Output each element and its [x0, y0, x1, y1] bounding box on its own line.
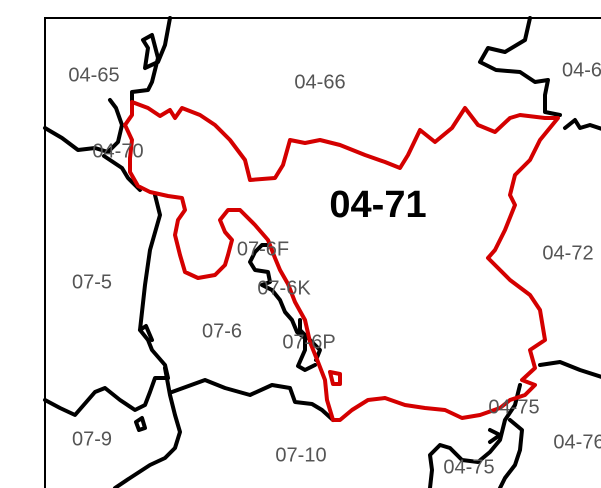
- boundary-04-70-south: [102, 154, 142, 192]
- boundary-07-5-07-6: [43, 193, 170, 417]
- boundary-04-65-04-66: [130, 16, 172, 104]
- boundary-07-10-north: [170, 378, 335, 422]
- label-07-6P: 07-6P: [282, 331, 335, 353]
- boundary-07-9-07-10: [113, 366, 182, 488]
- boundary-04-67-east: [563, 118, 601, 131]
- label-07-6: 07-6: [202, 320, 242, 342]
- boundary-04-75-link: [488, 428, 502, 444]
- label-04-75-north: 04-75: [488, 396, 539, 418]
- boundary-04-71-focus: [123, 100, 560, 422]
- label-04-75-south: 04-75: [443, 456, 494, 478]
- label-04-65: 04-65: [68, 64, 119, 86]
- boundary-04-67: [478, 16, 562, 117]
- label-07-9: 07-9: [72, 428, 112, 450]
- label-07-6K: 07-6K: [257, 277, 311, 299]
- label-04-67: 04-6: [562, 59, 601, 81]
- label-04-66: 04-66: [294, 71, 345, 93]
- label-04-71: 04-71: [329, 184, 426, 226]
- label-04-76: 04-76: [553, 431, 601, 453]
- boundary-04-75-east: [498, 418, 524, 488]
- map-boundaries: [43, 16, 601, 488]
- label-04-70: 04-70: [92, 140, 143, 162]
- boundary-04-75: [428, 383, 522, 488]
- boundary-07-6K: [248, 243, 317, 372]
- boundary-04-70: [43, 98, 124, 154]
- label-04-72: 04-72: [542, 242, 593, 264]
- boundary-04-72-04-76: [538, 360, 601, 379]
- label-07-6F: 07-6F: [237, 238, 289, 260]
- label-07-10: 07-10: [275, 444, 326, 466]
- lake-outline: [134, 416, 147, 432]
- region-labels: 04-65 04-66 04-6 04-70 04-71 04-72 07-5 …: [68, 59, 601, 478]
- island-04-71: [328, 370, 342, 386]
- label-07-5: 07-5: [72, 271, 112, 293]
- boundary-07-6-plug: [138, 324, 154, 342]
